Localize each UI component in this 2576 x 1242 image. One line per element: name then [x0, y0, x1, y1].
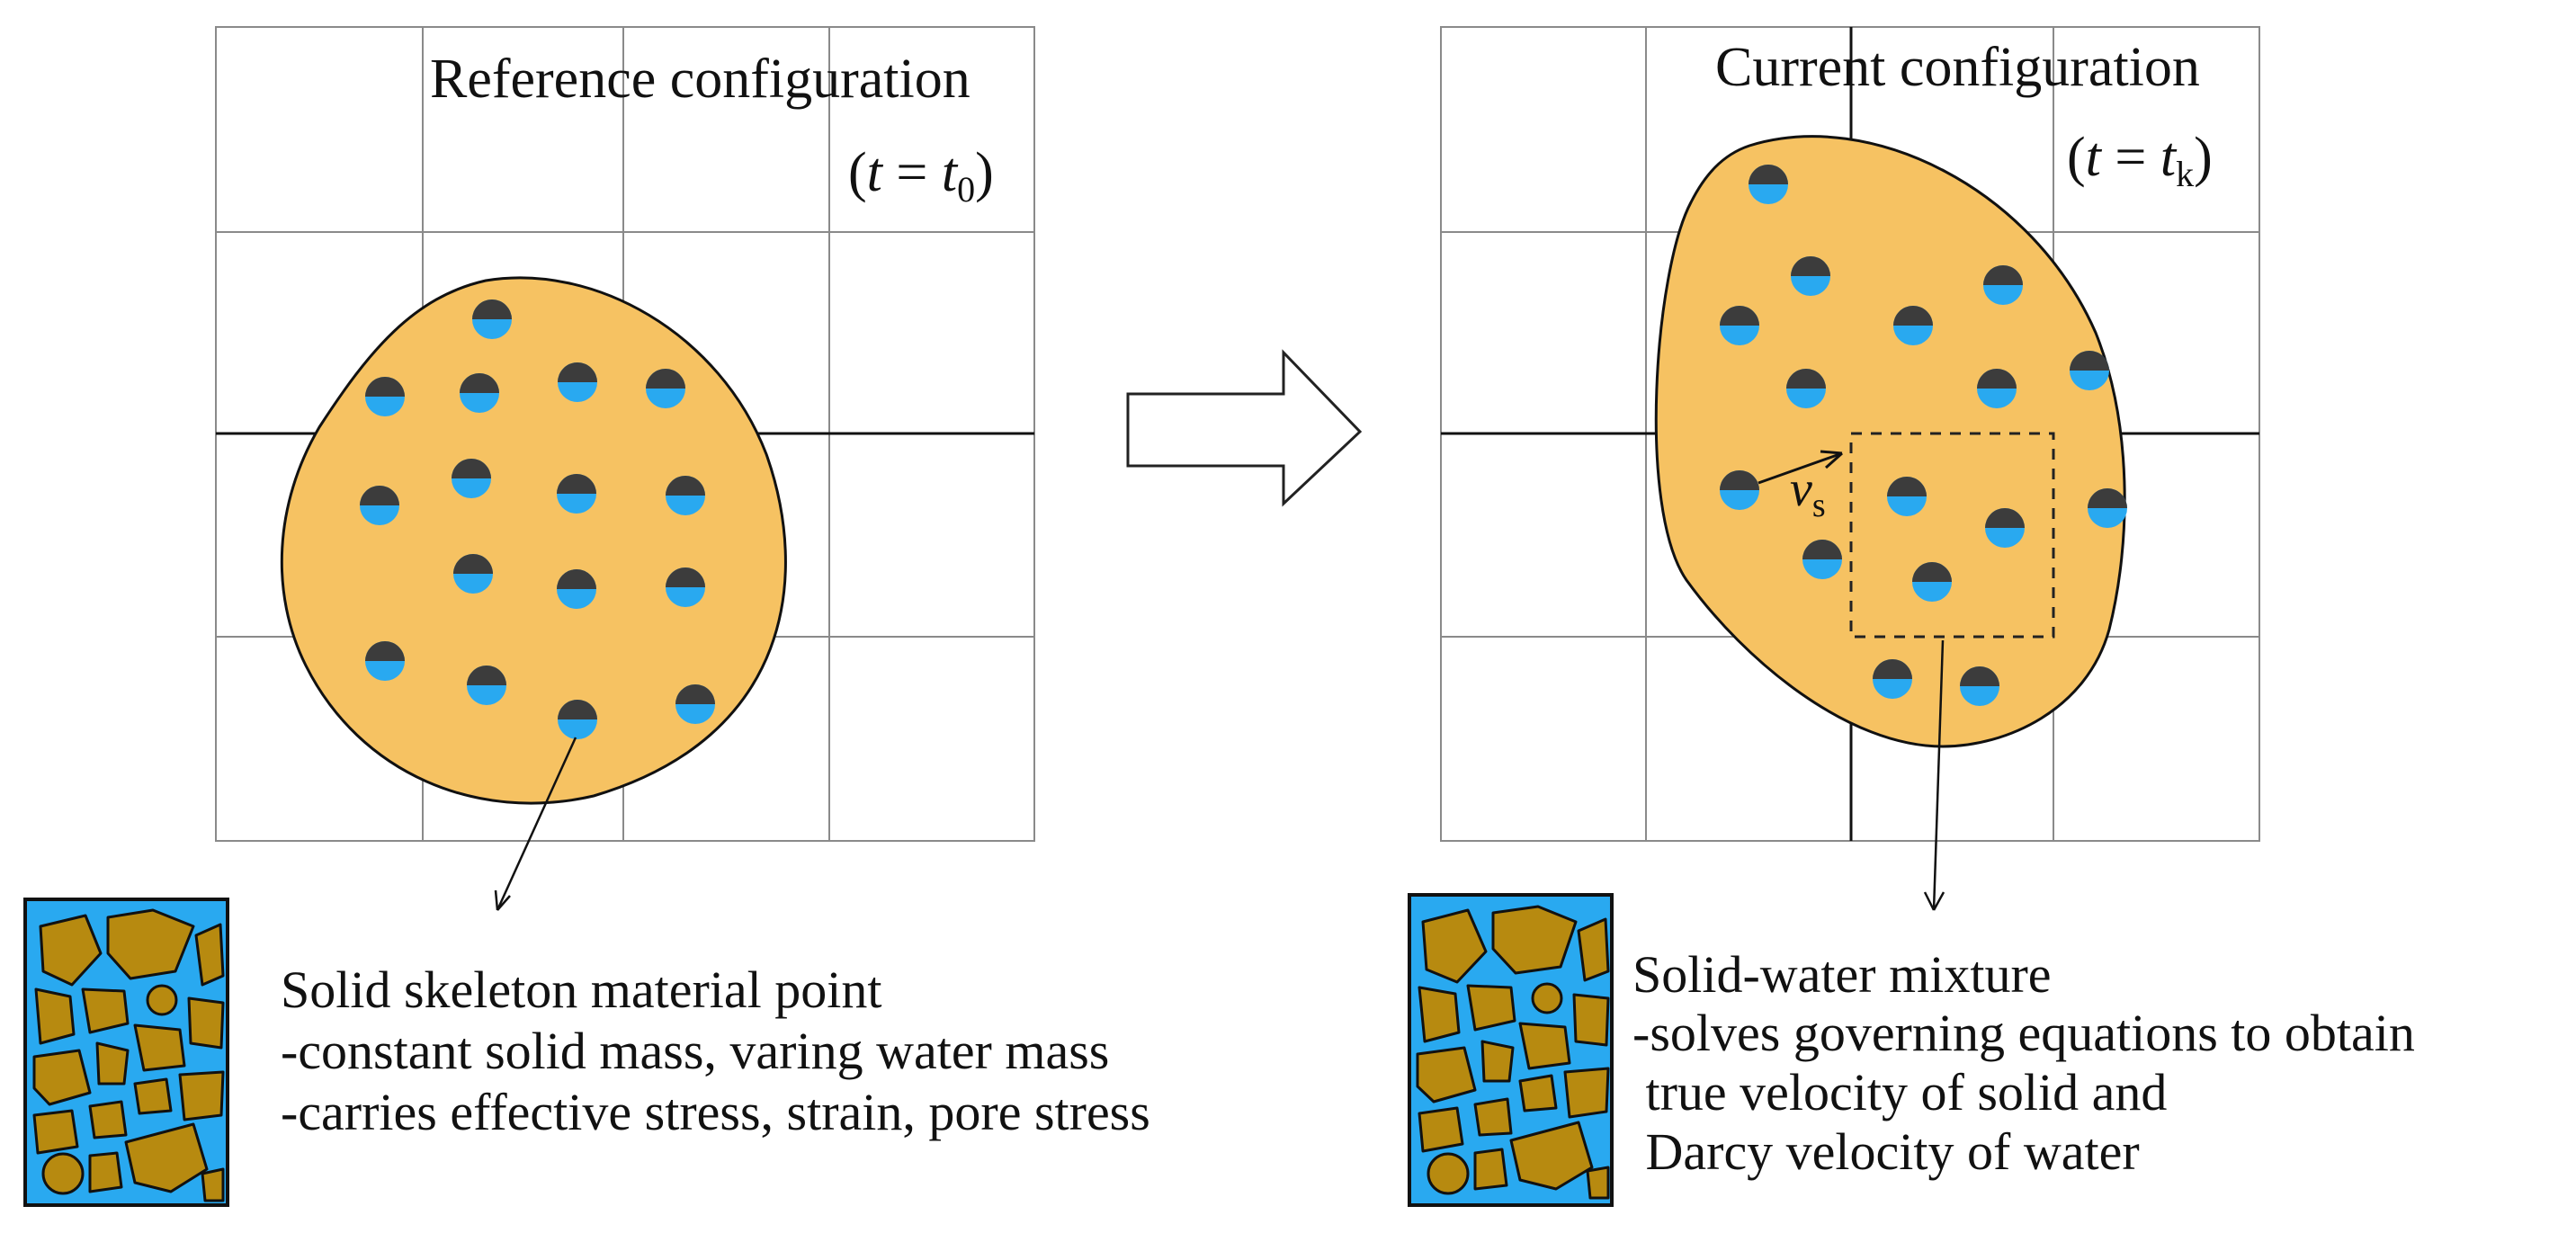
left-caption-line-3: -carries effective stress, strain, pore … — [281, 1083, 1150, 1141]
material-point — [646, 369, 685, 408]
material-point — [1802, 540, 1842, 579]
right-caption-line-3: true velocity of solid and — [1632, 1063, 2167, 1121]
material-point — [360, 486, 399, 525]
material-point — [558, 700, 597, 739]
right-caption-line-2: -solves governing equations to obtain — [1632, 1004, 2415, 1062]
reference-configuration-panel: Reference configuration (t = t0) — [215, 26, 1035, 842]
current-configuration-title: Current configuration — [1715, 37, 2200, 98]
active-cell-outline — [1849, 432, 2055, 639]
material-point — [1873, 659, 1912, 699]
left-caption-line-2: -constant solid mass, varing water mass — [281, 1022, 1109, 1080]
left-caption-line-1: Solid skeleton material point — [281, 961, 882, 1019]
material-point — [1983, 265, 2023, 305]
material-point — [1912, 562, 1952, 602]
material-point — [1977, 369, 2017, 408]
material-point — [1791, 256, 1830, 296]
current-time-label: (t = tk) — [2067, 127, 2213, 194]
left-caption: Solid skeleton material point -constant … — [281, 961, 1150, 1141]
material-points — [360, 299, 715, 739]
right-pointer-arrow — [1923, 639, 1945, 911]
material-point — [453, 554, 493, 594]
material-point — [452, 459, 491, 498]
material-points — [1720, 165, 2127, 706]
material-point — [472, 299, 512, 339]
material-point — [557, 474, 596, 514]
material-point — [2070, 351, 2109, 390]
soil-skeleton-inset-icon — [23, 898, 229, 1207]
reference-configuration-title: Reference configuration — [430, 49, 970, 110]
arrow-right-icon — [1126, 349, 1363, 507]
material-point — [1893, 306, 1933, 345]
reference-soil-body — [280, 276, 787, 805]
right-caption-line-4: Darcy velocity of water — [1632, 1122, 2140, 1181]
solid-velocity-vector: vs — [1758, 450, 1843, 524]
current-soil-body — [1654, 135, 2126, 748]
material-point — [1786, 369, 1826, 408]
material-point — [460, 373, 499, 413]
material-point — [1720, 306, 1759, 345]
material-point — [1887, 477, 1927, 516]
material-point — [558, 362, 597, 402]
material-point — [666, 476, 705, 515]
solid-water-mixture-inset-icon — [1408, 893, 1614, 1207]
material-point — [1720, 470, 1759, 510]
velocity-label: vs — [1790, 461, 1826, 524]
material-point — [1749, 165, 1788, 204]
material-point — [675, 684, 715, 724]
current-configuration-panel: vs Current configuration (t = tk) — [1440, 26, 2260, 842]
right-caption: Solid-water mixture -solves governing eq… — [1632, 945, 2415, 1181]
left-pointer-arrow — [494, 737, 577, 911]
material-point — [666, 567, 705, 607]
material-point — [365, 377, 405, 416]
reference-time-label: (t = t0) — [848, 142, 994, 210]
right-caption-line-1: Solid-water mixture — [1632, 945, 2052, 1004]
material-point — [557, 569, 596, 609]
material-point — [2088, 488, 2127, 528]
material-point — [365, 641, 405, 681]
material-point — [1960, 666, 1999, 706]
material-point — [467, 666, 506, 705]
material-point — [1985, 508, 2025, 548]
